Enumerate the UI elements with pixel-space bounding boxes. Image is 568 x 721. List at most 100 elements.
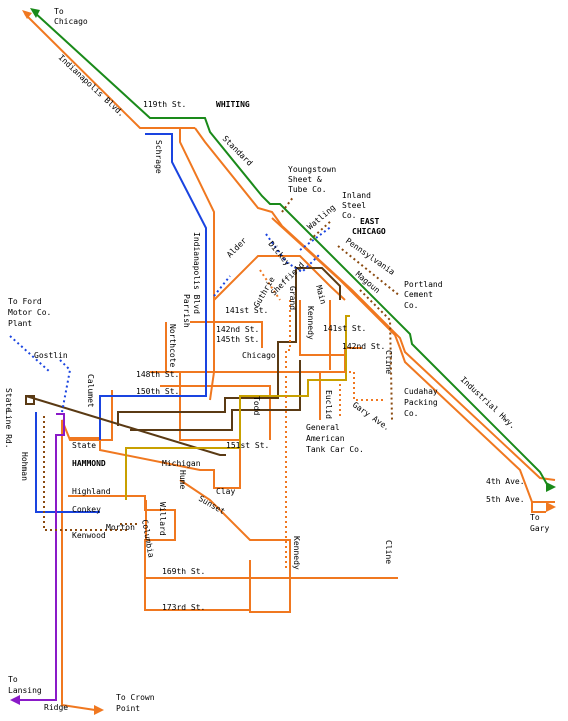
label-hume: Hume — [178, 470, 187, 489]
route-industrial-5th — [271, 217, 555, 503]
label-gatc-2: American — [306, 434, 345, 443]
label-highland: Highland — [72, 487, 111, 496]
label-148th-st: 148th St. — [136, 370, 179, 379]
label-to-lansing-2: Lansing — [8, 686, 42, 695]
route-to-gary — [531, 502, 546, 513]
label-alder: Alder — [225, 236, 249, 260]
label-portland-2: Cement — [404, 290, 433, 299]
route-brown-inner — [130, 360, 301, 431]
label-cline-south: Cline — [384, 540, 393, 564]
label-hammond: HAMMOND — [72, 459, 106, 468]
brown-terminus-box — [25, 395, 35, 405]
route-sunset — [179, 479, 291, 613]
label-youngstown-2: Sheet & — [288, 175, 322, 184]
label-dickey: Dickey — [266, 240, 292, 268]
label-columbia: Columbia — [140, 519, 156, 559]
green-arrowheads — [30, 8, 556, 492]
label-whiting: WHITING — [216, 100, 250, 109]
purple-route — [20, 413, 65, 701]
label-sunset: Sunset — [197, 494, 227, 516]
label-to-ford-3: Plant — [8, 319, 32, 328]
label-youngstown-3: Tube Co. — [288, 185, 327, 194]
arrow-to-crown-point-icon — [94, 705, 104, 715]
dotted-blue-routes — [9, 225, 333, 413]
route-150th — [160, 385, 271, 440]
label-inland-1: Inland — [342, 191, 371, 200]
brown-routes — [25, 267, 341, 456]
route-brown-state-line — [25, 395, 226, 456]
dotted-orange-routes — [259, 269, 384, 570]
dotted-dickey — [265, 233, 321, 274]
route-calumet-crown — [61, 390, 113, 711]
map-labels: To Chicago Indianapolis Blvd. 119th St. … — [4, 7, 549, 713]
dotted-gatc — [324, 371, 384, 401]
label-state: State — [72, 441, 96, 450]
label-kennedy-south: Kennedy — [292, 536, 301, 570]
route-indianapolis-blvd — [179, 128, 215, 401]
purple-arrowheads — [10, 695, 20, 705]
label-parrish: Parrish — [182, 294, 191, 328]
label-industrial-hwy: Industrial Hwy. — [459, 375, 518, 431]
label-grand: Grand — [288, 286, 297, 310]
label-schrage: Schrage — [154, 140, 163, 174]
label-to-gary-1: To — [530, 513, 540, 522]
label-indianapolis-blvd: Indianapolis Blvd — [192, 232, 201, 314]
label-inland-3: Co. — [342, 211, 356, 220]
label-northcote: Northcote — [168, 324, 177, 368]
label-cudahay-1: Cudahay — [404, 387, 438, 396]
green-route — [33, 11, 549, 487]
arrow-to-gary-icon — [546, 502, 556, 512]
label-to-ford-1: To Ford — [8, 297, 42, 306]
route-141st-east — [299, 300, 345, 356]
label-willard: Willard — [158, 502, 167, 536]
label-gatc-3: Tank Car Co. — [306, 445, 364, 454]
label-portland-3: Co. — [404, 301, 418, 310]
label-to-chicago-2: Chicago — [54, 17, 88, 26]
label-state-line-1: State — [4, 388, 13, 412]
arrow-to-gary-green-icon — [546, 482, 556, 492]
label-5th-ave: 5th Ave. — [486, 495, 525, 504]
dotted-state-line — [43, 416, 130, 531]
label-michigan: Michigan — [162, 459, 201, 468]
label-east-chicago-1: EAST — [360, 217, 379, 226]
label-cudahay-2: Packing — [404, 398, 438, 407]
olive-route — [125, 315, 350, 500]
label-inland-2: Steel — [342, 201, 366, 210]
label-169th-st: 169th St. — [162, 567, 205, 576]
arrow-to-chicago-green-icon — [30, 8, 40, 18]
label-todd: Todd — [252, 396, 261, 415]
label-calumet: Calumet — [86, 374, 95, 408]
route-indianapolis-blvd-nw — [24, 13, 195, 129]
route-purple — [20, 413, 65, 701]
blue-routes — [35, 133, 207, 513]
dotted-inland-blue — [299, 225, 333, 251]
label-119th-st: 119th St. — [143, 100, 186, 109]
dotted-gostlin — [59, 359, 72, 413]
label-141st-st-east: 141st St. — [323, 324, 366, 333]
label-to-ford-2: Motor Co. — [8, 308, 51, 317]
label-4th-ave: 4th Ave. — [486, 477, 525, 486]
label-142nd-st-east: 142nd St. — [342, 342, 385, 351]
label-to-lansing-1: To — [8, 675, 18, 684]
label-150th-st: 150th St. — [136, 387, 179, 396]
arrow-to-chicago-orange-icon — [22, 10, 32, 19]
dotted-pennsylvania — [337, 245, 401, 297]
label-173rd-st: 173rd St. — [162, 603, 205, 612]
label-145th-st: 145th St. — [216, 335, 259, 344]
label-conkey: Conkey — [72, 505, 101, 514]
label-ridge: Ridge — [44, 703, 68, 712]
label-kenwood: Kenwood — [72, 531, 106, 540]
label-youngstown-1: Youngstown — [288, 165, 336, 174]
route-alder — [213, 255, 346, 301]
orange-arrowheads — [22, 10, 556, 715]
label-clay: Clay — [216, 487, 235, 496]
route-brown-loop — [117, 267, 341, 426]
dotted-alder-blue — [213, 275, 231, 297]
label-to-chicago-1: To — [54, 7, 64, 16]
orange-routes — [24, 13, 556, 711]
label-hohman: Hohman — [20, 452, 29, 481]
route-142nd — [190, 321, 263, 348]
dotted-youngstown — [281, 195, 295, 213]
